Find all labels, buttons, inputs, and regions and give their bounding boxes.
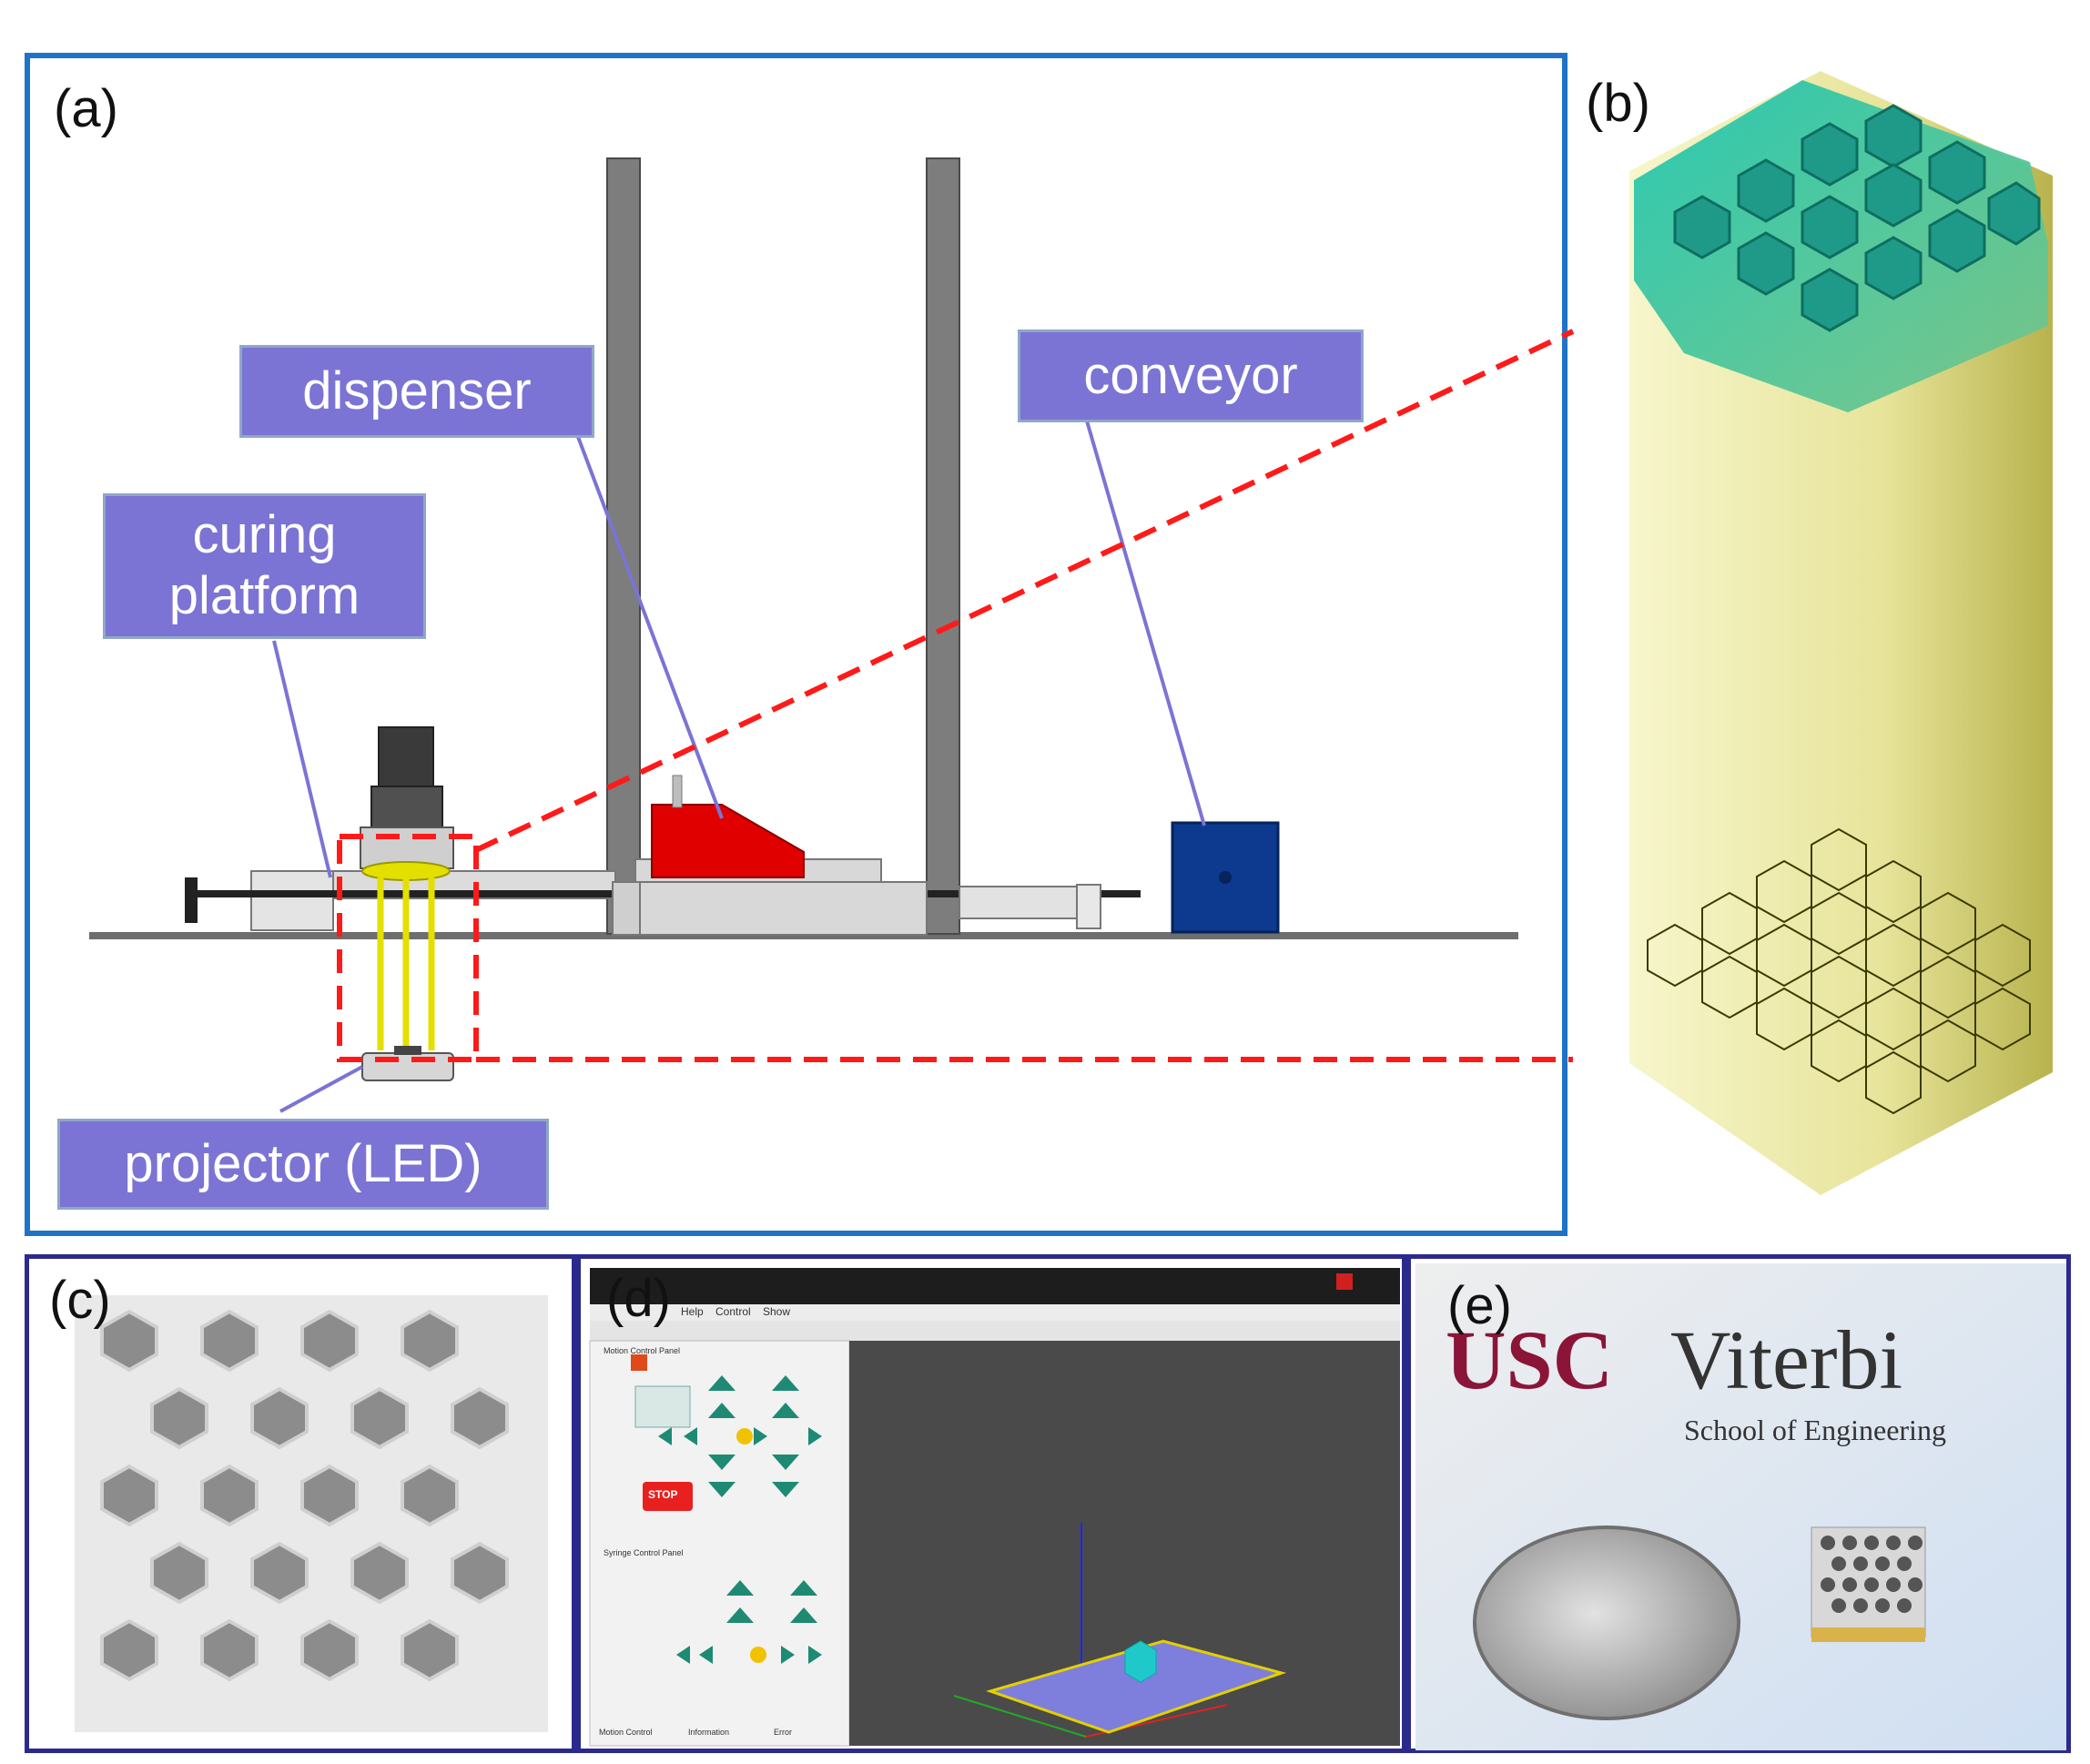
photo-with-coin [1415, 1263, 2066, 1750]
curing-leader [272, 640, 332, 878]
dispenser-nozzle [672, 775, 683, 808]
menu-show[interactable]: Show [763, 1305, 791, 1318]
column-foot [612, 881, 641, 936]
left-column [606, 157, 641, 935]
panel-b-letter: (b) [1586, 74, 1650, 133]
menu-help[interactable]: Help [681, 1305, 704, 1318]
panel-d-letter: (d) [606, 1269, 671, 1328]
tab-information[interactable]: Information [688, 1728, 730, 1737]
zoom-line-top [474, 329, 1575, 853]
software-screenshot [589, 1268, 1400, 1747]
stop-button [643, 1482, 693, 1511]
conveyor-motor [1171, 821, 1280, 934]
panel-e-photo: USC Viterbi School of Engineering (e) [1406, 1254, 2071, 1753]
viterbi-logo: Viterbi [1670, 1313, 1903, 1406]
dispenser-label: dispenser [239, 345, 594, 438]
conveyor-clamp [1076, 884, 1101, 929]
y-axis [953, 1695, 1087, 1738]
arrow-buttons [658, 1375, 822, 1664]
motor-shaft [1219, 871, 1232, 884]
school-of-engineering-text: School of Engineering [1684, 1414, 1946, 1446]
conveyor-leader [1084, 417, 1206, 826]
panel-c-letter: (c) [49, 1271, 111, 1330]
tab-error[interactable]: Error [774, 1728, 792, 1737]
control-panel [589, 1340, 850, 1747]
printed-part [1124, 1640, 1157, 1683]
motor-top [378, 726, 434, 792]
menu-control[interactable]: Control [715, 1305, 751, 1318]
curing-platform-label: curing platform [103, 493, 426, 639]
projector-label: projector (LED) [57, 1119, 549, 1210]
teal-cells [1673, 104, 2041, 332]
panel-b-honeycomb-cylinder: (b) [1575, 53, 2066, 1236]
conveyor-rail [959, 886, 1092, 919]
dispenser-toggle-icon [631, 1354, 647, 1371]
usc-logo: USC [1446, 1313, 1614, 1406]
dispenser-leader [571, 421, 724, 819]
sample-holes [1821, 1536, 1923, 1613]
dispenser-body [651, 804, 805, 878]
window-titlebar [590, 1268, 1400, 1304]
panel-c-printed-honeycomb: (c) [25, 1254, 576, 1753]
menu-bar [590, 1304, 1400, 1321]
projector-leader [279, 1065, 363, 1113]
syringe-control-panel-title: Syringe Control Panel [604, 1548, 684, 1557]
honeycomb-outline-bottom [1647, 827, 2031, 1115]
home-bulb-icon [736, 1428, 753, 1445]
tab-motion-control[interactable]: Motion Control [599, 1728, 653, 1737]
nickel-coin [1473, 1526, 1740, 1720]
conveyor-label: conveyor [1018, 329, 1364, 422]
stop-button-label[interactable]: STOP [648, 1488, 678, 1501]
honeycomb-holes [100, 1309, 509, 1682]
toolbar [590, 1321, 1400, 1341]
printer-setup-drawing [89, 157, 1575, 1113]
rail-block [250, 870, 334, 931]
sample-base [1811, 1627, 1925, 1642]
single-step-button [634, 1385, 691, 1428]
home-bulb-icon-2 [750, 1647, 766, 1663]
motion-control-panel-title: Motion Control Panel [604, 1346, 681, 1355]
build-plate [986, 1639, 1287, 1734]
panel-e-letter: (e) [1447, 1276, 1512, 1335]
projector-lens [394, 1046, 421, 1055]
panel-a-setup-diagram: (a) [25, 53, 1575, 1236]
panel-a-letter: (a) [54, 79, 118, 138]
honeycomb-render [75, 1295, 548, 1732]
window-close-icon [1336, 1273, 1353, 1290]
rail-knob [185, 877, 198, 923]
carriage-block [639, 881, 928, 936]
cylinder-drawing [1629, 71, 2053, 1195]
panel-d-control-software: Help Control Show Motion Control Panel S… [576, 1254, 1406, 1753]
right-column [926, 157, 960, 935]
